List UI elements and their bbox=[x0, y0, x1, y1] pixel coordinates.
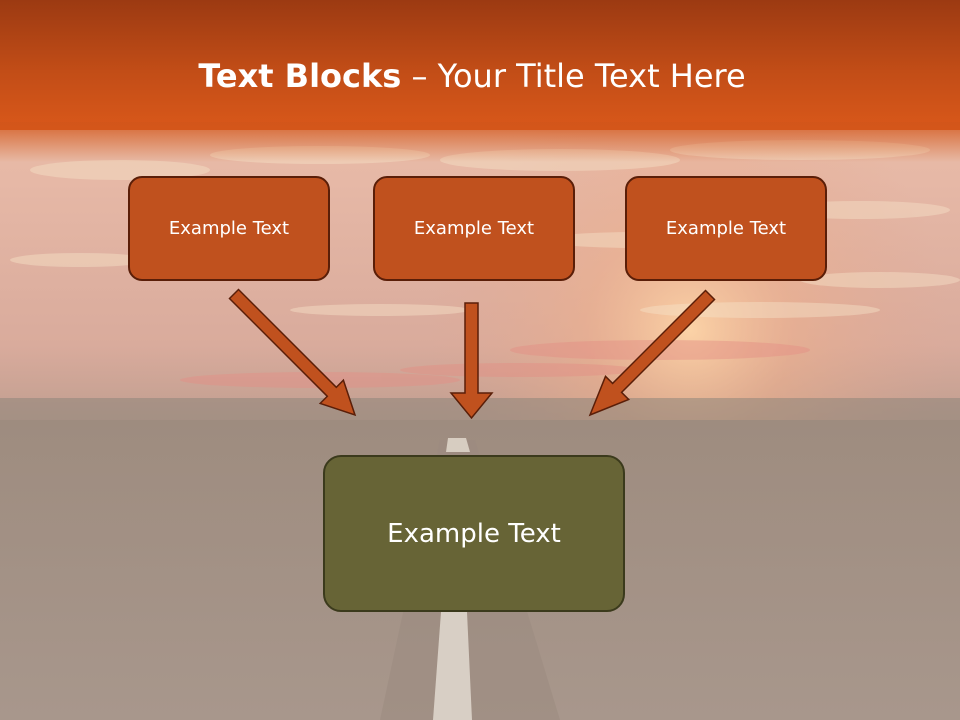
text-block-main: Example Text bbox=[323, 455, 625, 612]
slide-title: Text Blocks – Your Title Text Here bbox=[0, 54, 944, 98]
title-band bbox=[0, 0, 960, 130]
title-band-fade bbox=[0, 122, 960, 162]
arrow-right-icon bbox=[588, 289, 716, 417]
text-block-center: Example Text bbox=[373, 176, 575, 281]
arrow-center-icon bbox=[449, 302, 494, 420]
text-block-main-label: Example Text bbox=[387, 518, 561, 549]
arrow-left-icon bbox=[228, 288, 357, 417]
text-block-right-label: Example Text bbox=[665, 218, 787, 239]
text-block-left-label: Example Text bbox=[168, 218, 290, 239]
text-block-center-label: Example Text bbox=[413, 218, 535, 239]
text-block-left: Example Text bbox=[128, 176, 330, 281]
title-rest-part: – Your Title Text Here bbox=[401, 57, 746, 95]
text-block-right: Example Text bbox=[625, 176, 827, 281]
title-bold-part: Text Blocks bbox=[198, 57, 402, 95]
